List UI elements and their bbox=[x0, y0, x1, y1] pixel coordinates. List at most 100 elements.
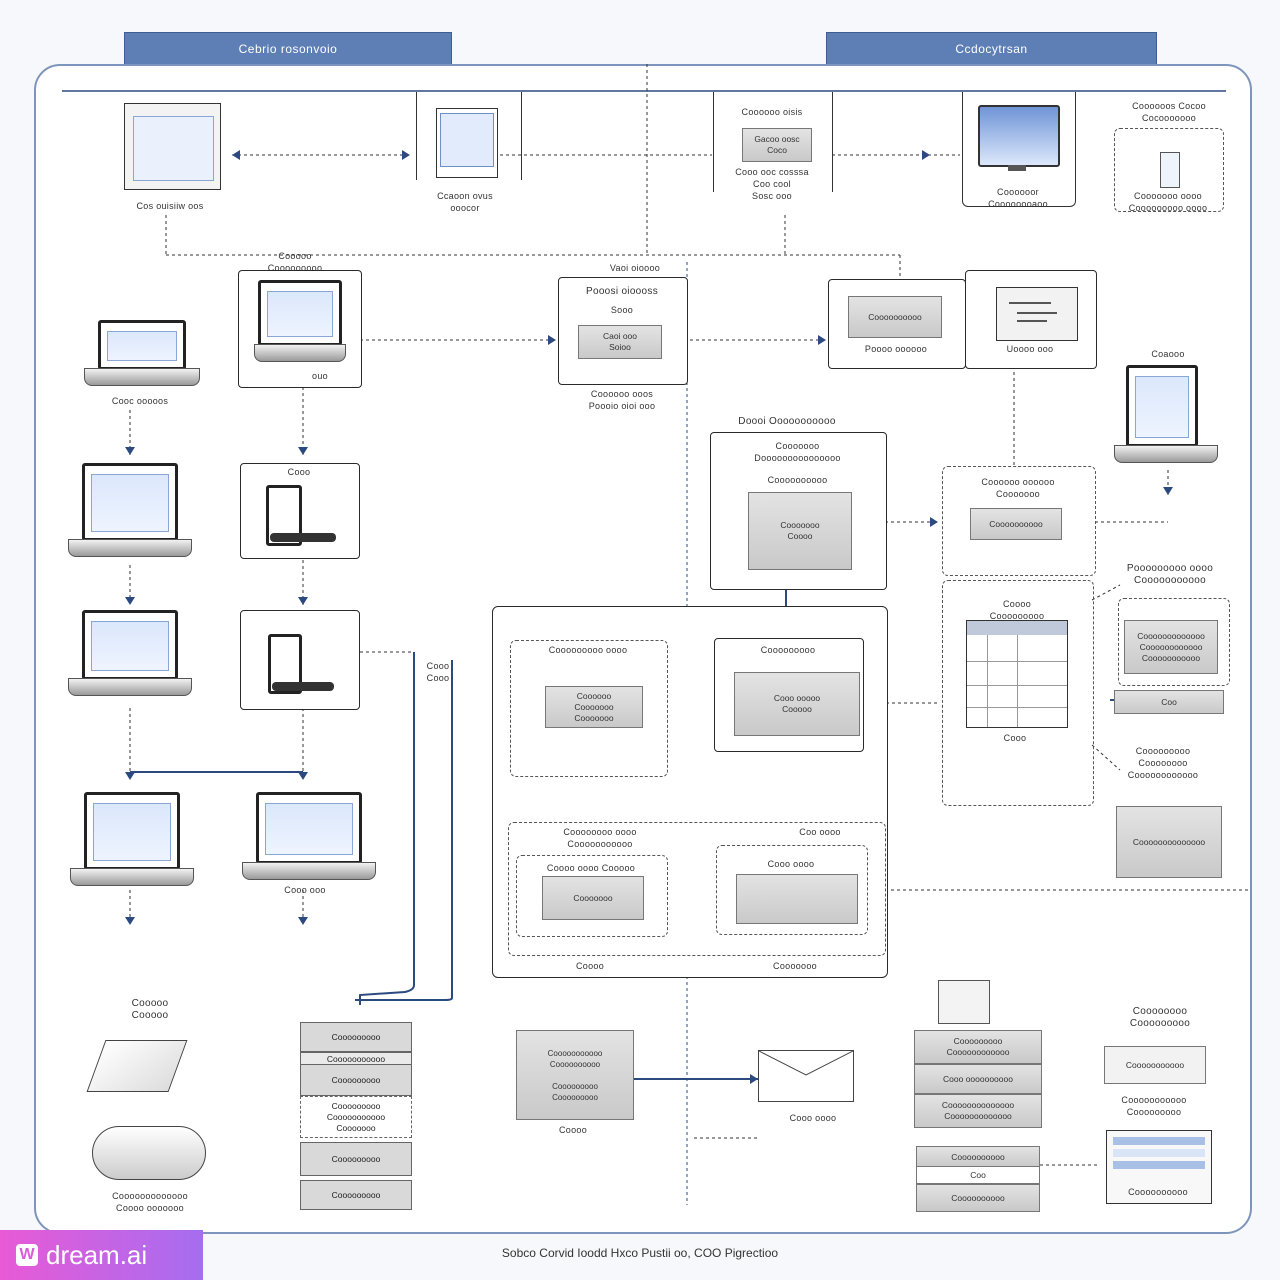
c-title: Doooi Ooooooooooo bbox=[738, 416, 836, 427]
right-title: Coooooos Cocoo Cocooooooo bbox=[1132, 101, 1206, 123]
tower-icon bbox=[266, 485, 302, 546]
header-tab-left[interactable]: Cebrio rosonvoio bbox=[124, 32, 452, 66]
c-group[interactable] bbox=[508, 822, 886, 956]
c-foot1: Coooo bbox=[575, 961, 605, 971]
tower-label: Cooo bbox=[287, 467, 311, 477]
left-label-3: Cooo ooo bbox=[284, 885, 326, 895]
mid-box[interactable]: Gacoo oosc Coco bbox=[742, 128, 812, 162]
right-stack-item[interactable]: Coooooooooo bbox=[916, 1146, 1040, 1168]
p-foot: Cooo bbox=[1003, 733, 1027, 743]
side-label: Cooo Cooo bbox=[426, 661, 450, 683]
laptop-icon bbox=[68, 463, 192, 557]
monitor-icon bbox=[978, 105, 1060, 167]
tablet-icon bbox=[436, 108, 498, 178]
laptop-icon bbox=[70, 792, 194, 886]
stack-item[interactable]: Cooooooooo bbox=[300, 1142, 412, 1176]
far-right-table-icon bbox=[1106, 1130, 1212, 1204]
center-title: Vaoi oioooo bbox=[609, 263, 661, 273]
stack-item[interactable]: Cooooooooo bbox=[300, 1064, 412, 1096]
envelope-icon bbox=[758, 1050, 854, 1102]
tower-base bbox=[272, 682, 334, 691]
p-right-title: Pooooooooo oooo Cooooooooooo bbox=[1126, 563, 1214, 586]
right-caption: Cooooooo oooo Cooooooooo oooo bbox=[1128, 191, 1208, 213]
right-stack-item[interactable]: Cooo oooooooooo bbox=[914, 1064, 1042, 1094]
desktop-window-icon bbox=[124, 103, 221, 190]
right-stack-item[interactable]: Coo bbox=[916, 1166, 1040, 1184]
laptop-icon bbox=[254, 280, 346, 362]
c-head: Cooooooo Dooooooooooooooo bbox=[754, 441, 841, 463]
b-inner-box[interactable]: Cooo ooooo Cooooo bbox=[734, 672, 860, 736]
right2-caption: Uoooo ooo bbox=[1006, 344, 1054, 354]
a-title: Cooooooooo oooo bbox=[548, 645, 628, 655]
r-title: Coooooo oooooo Cooooooo bbox=[981, 477, 1055, 499]
laptop-icon bbox=[242, 792, 376, 880]
mid-caption: Cooo ooc cosssa Coo cool Sosc ooo bbox=[735, 167, 809, 201]
center-head: Pooosi oioooss bbox=[585, 286, 659, 297]
b-title: Cooooooooo bbox=[760, 645, 816, 655]
scanner-icon bbox=[92, 1126, 206, 1180]
a-inner-box[interactable]: Coooooo Cooooooo Cooooooo bbox=[545, 686, 643, 728]
right-stack-item[interactable]: Coooooooooooooo Cooooooooooooo bbox=[914, 1094, 1042, 1128]
p2-box[interactable]: Coooooooooooooo bbox=[1116, 806, 1222, 878]
c-inner-box[interactable]: Cooooooo Coooo bbox=[748, 492, 852, 570]
right-inner-box[interactable]: Coooooooooo bbox=[848, 296, 942, 338]
laptop-icon bbox=[84, 320, 200, 386]
r-box[interactable] bbox=[942, 466, 1096, 576]
p-right-box-frame bbox=[1118, 598, 1230, 686]
right-stack-item[interactable]: Cooooooooo Coooooooooooo bbox=[914, 1030, 1042, 1064]
envelope-label: Cooo oooo bbox=[789, 1113, 837, 1123]
p-box[interactable] bbox=[942, 580, 1094, 806]
c-sub: Coooooooooo bbox=[767, 475, 828, 485]
stack-item[interactable]: Cooooooooo Cooooooooooo Cooooooo bbox=[300, 1096, 412, 1138]
c-box1[interactable]: Cooooooo bbox=[542, 876, 644, 920]
right-stack-item[interactable]: Coooooooooo bbox=[916, 1184, 1040, 1212]
center-caption: Coooooo ooos Poooio oioi ooo bbox=[588, 389, 656, 411]
p-right-box[interactable]: Cooooooooooooo Coooooooooooo Coooooooooo… bbox=[1124, 620, 1218, 674]
c-box1-label: Coooo oooo Cooooo bbox=[546, 863, 636, 873]
laptop-box-caption: ouo bbox=[312, 371, 328, 381]
monitor-panel bbox=[962, 92, 1076, 207]
laptop-label: Cooc ooooos bbox=[111, 396, 169, 406]
tablet-column bbox=[416, 92, 522, 180]
folder-foot: Coooo bbox=[558, 1125, 588, 1135]
a-box[interactable] bbox=[510, 640, 668, 777]
far-right-box[interactable]: Cooooooooooo bbox=[1104, 1046, 1206, 1084]
stack-item[interactable]: Cooooooooo bbox=[300, 1022, 412, 1052]
c-box2[interactable] bbox=[736, 874, 858, 924]
document-icon bbox=[996, 287, 1078, 341]
right-caption-2: Poooo oooooo bbox=[864, 344, 928, 354]
c-box2-frame bbox=[716, 845, 868, 935]
spreadsheet-icon bbox=[966, 620, 1068, 728]
mid-column bbox=[713, 92, 833, 192]
device-caption: Cooooooooooooo Coooo ooooooo bbox=[112, 1191, 188, 1213]
pc-label: Cos ouisiiw oos bbox=[136, 201, 204, 211]
watermark-logo: W dream.ai bbox=[0, 1230, 203, 1280]
c-foot2: Cooooooo bbox=[773, 961, 817, 971]
printer-icon bbox=[938, 980, 990, 1024]
laptop-icon bbox=[68, 610, 192, 696]
watermark-text: dream.ai bbox=[46, 1239, 148, 1270]
top-right-label: Coaooo bbox=[1151, 349, 1185, 359]
monitor-stand bbox=[1008, 165, 1026, 171]
center-inner-box[interactable]: Caoi ooo Soioo bbox=[578, 325, 662, 359]
tower-icon bbox=[268, 634, 302, 694]
far-right-title: Coooooooo Cooooooooo bbox=[1129, 1006, 1191, 1029]
monitor-label: Coooooor Coooooooaoo bbox=[988, 187, 1048, 209]
tower-base bbox=[270, 533, 336, 542]
dream-logo-icon: W bbox=[16, 1244, 38, 1266]
footer-caption: Sobco Corvid Ioodd Hxco Pustii oo, COO P… bbox=[501, 1246, 779, 1260]
tablet-label: Ccaoon ovus ooocor bbox=[437, 191, 493, 213]
laptop-icon bbox=[1114, 365, 1218, 463]
folder-box[interactable]: Cooooooooooo Coooooooooo Cooooooooo Cooo… bbox=[516, 1030, 634, 1120]
p-head: Coooo Cooooooooo bbox=[989, 599, 1045, 621]
stack-item[interactable]: Cooooooooo bbox=[300, 1180, 412, 1210]
c-box1-frame bbox=[516, 855, 668, 937]
r-inner-box[interactable]: Coooooooooo bbox=[970, 508, 1062, 540]
mid-title: Coooooo oisis bbox=[741, 107, 803, 117]
c-group-title: Coooooooo oooo Cooooooooooo bbox=[563, 827, 637, 849]
p2-title: Cooooooooo Coooooooo Coooooooooooo bbox=[1127, 746, 1199, 780]
laptop-box-title: Cooooo Cooooooooo bbox=[267, 251, 323, 273]
far-right-sub: Cooooooooooo Cooooooooo bbox=[1121, 1095, 1187, 1117]
p-bar[interactable]: Coo bbox=[1114, 690, 1224, 714]
